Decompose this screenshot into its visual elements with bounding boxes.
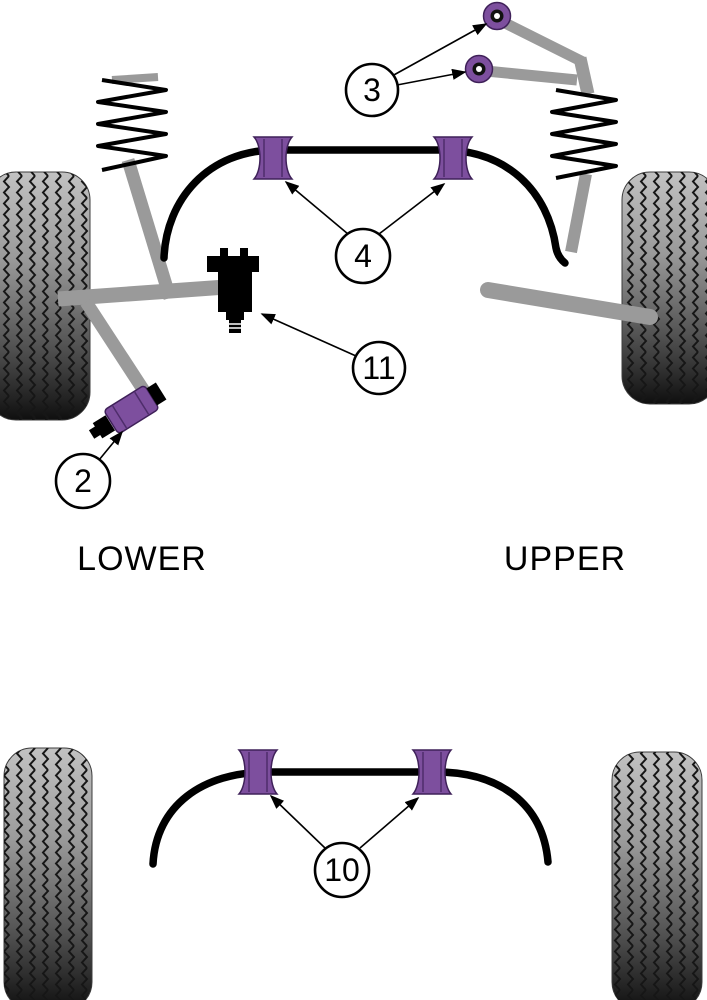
callout-10-arrow-1 (269, 794, 326, 849)
lower-arm-bush (88, 382, 167, 439)
suspension-arms (57, 17, 658, 401)
bush-flange-line (112, 405, 128, 429)
upper-link-arm-2 (485, 65, 578, 86)
round-bush-hole (494, 13, 500, 19)
callout-4-circle (334, 227, 392, 285)
callout-3-arrow-1 (391, 23, 488, 77)
callout-11-number: 11 (362, 350, 395, 386)
round-bush-hole (476, 66, 482, 72)
front-right-coil-spring (550, 88, 618, 180)
front-arb-bush-right (432, 136, 474, 180)
callout-10-number: 10 (324, 852, 360, 888)
mount-bolt-nub (220, 248, 228, 257)
front-left-spring-seat (111, 73, 159, 84)
front-left-strut (121, 158, 177, 300)
tire-tread (612, 752, 702, 1000)
callout-3-number: 3 (363, 72, 381, 108)
mount-top-plate (207, 256, 259, 272)
front-left-lateral-arm (57, 278, 241, 307)
arb-bush-body (432, 136, 474, 180)
callout-3-circle (344, 62, 400, 118)
bush-end-cap (146, 382, 167, 406)
arb-bush-body (411, 749, 453, 795)
bolt-thread-stub (88, 426, 102, 439)
bolt-head (92, 415, 116, 439)
mount-lower-bolt (229, 320, 241, 333)
front-arb-bush-left (252, 136, 294, 180)
tire-tread (0, 172, 90, 420)
rear-arb-bush-left (237, 749, 279, 795)
front-left-coil-spring (96, 78, 168, 172)
rear-right-tire (611, 751, 703, 1000)
label-lower: LOWER (77, 540, 207, 578)
arb-bush-body (252, 136, 294, 180)
front-anti-roll-bar (160, 146, 569, 267)
callout-10-arrow-2 (359, 796, 420, 849)
front-left-lower-arm (80, 298, 154, 401)
callout-4-arrow-1 (284, 180, 349, 235)
upper-link-bush-1 (482, 1, 512, 31)
callout-2-arrow (98, 430, 124, 461)
callout-2-circle (54, 452, 112, 510)
front-right-tire (621, 171, 707, 405)
callout-10: 10 (269, 794, 420, 899)
rear-arb-bush-right (411, 749, 453, 795)
callout-2: 2 (54, 430, 124, 510)
callout-11-arrow (260, 313, 357, 357)
front-left-tire (0, 171, 91, 421)
front-right-lateral-arm (480, 282, 658, 325)
callout-11: 11 (260, 313, 407, 396)
callout-4-number: 4 (354, 238, 372, 274)
callout-3: 3 (344, 23, 488, 118)
rear-left-tire (3, 747, 93, 1000)
mount-step (226, 312, 244, 320)
rear-anti-roll-bar (149, 768, 552, 868)
upper-link-arm-1 (500, 17, 586, 67)
callout-2-number: 2 (74, 463, 92, 499)
tire-tread (622, 172, 707, 404)
upper-link-bush-2 (464, 54, 494, 84)
tire-tread (4, 748, 92, 1000)
callout-11-circle (351, 340, 407, 396)
bush-sleeve (104, 385, 159, 434)
arb-bush-body (237, 749, 279, 795)
front-right-strut (565, 172, 592, 254)
engine-mount (207, 248, 259, 333)
mount-body (218, 272, 252, 312)
label-upper: UPPER (504, 540, 626, 578)
callout-3-arrow-2 (396, 68, 467, 86)
callout-4-arrow-2 (378, 183, 446, 235)
upper-link-connector (573, 56, 595, 96)
bush-flange-line (134, 391, 150, 415)
callout-4: 4 (284, 180, 446, 285)
mount-bolt-nub (240, 248, 248, 257)
callout-10-circle (313, 841, 371, 899)
